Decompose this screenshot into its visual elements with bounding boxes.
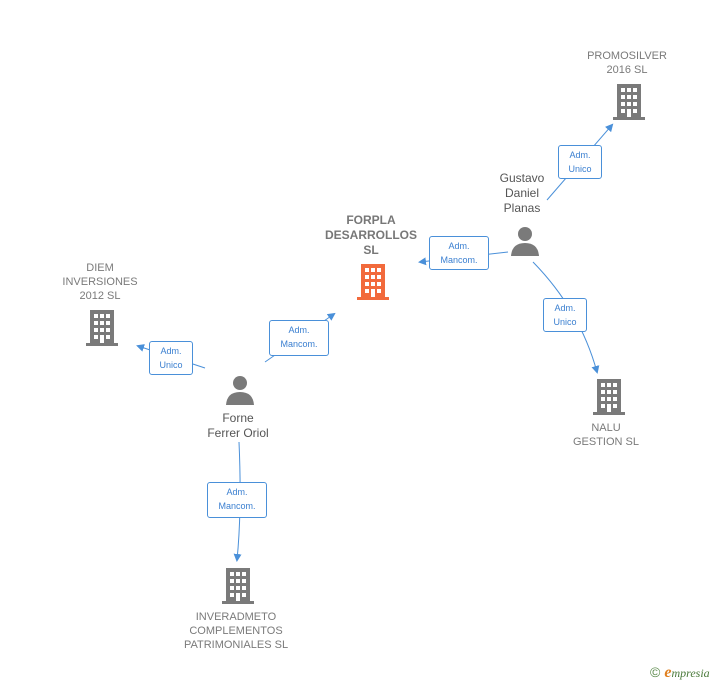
person-name-line: Planas	[503, 201, 541, 215]
company-name-line: PATRIMONIALES SL	[183, 639, 289, 651]
building-icon[interactable]	[593, 379, 625, 415]
role-line: Adm.	[226, 487, 248, 497]
person-icon[interactable]	[225, 375, 255, 405]
company-name-nalu[interactable]: NALU GESTION SL	[573, 421, 639, 449]
company-name-line: COMPLEMENTOS	[189, 625, 283, 637]
role-line: Adm.	[448, 241, 470, 251]
role-line: Mancom.	[440, 255, 478, 265]
company-name-line: INVERADMETO	[195, 611, 277, 623]
person-name-line: Forne	[222, 411, 254, 425]
person-name-line: Ferrer Oriol	[207, 426, 269, 440]
company-name-line: DIEM	[86, 262, 114, 274]
building-icon[interactable]	[222, 568, 254, 604]
company-name-promosilver[interactable]: PROMOSILVER 2016 SL	[587, 49, 667, 77]
copyright-icon: ©	[650, 664, 661, 680]
brand-initial: e	[664, 664, 672, 681]
company-name-forpla[interactable]: FORPLA DESARROLLOS SL	[325, 213, 417, 258]
company-name-line: NALU	[591, 422, 621, 434]
company-name-line: SL	[363, 243, 379, 257]
role-label-gustavo-nalu[interactable]: Adm. Unico	[543, 298, 587, 332]
role-line: Adm.	[160, 346, 182, 356]
person-name-line: Gustavo	[499, 171, 545, 185]
building-icon[interactable]	[86, 310, 118, 346]
role-line: Unico	[568, 164, 592, 174]
role-line: Unico	[159, 360, 183, 370]
role-label-gustavo-forpla[interactable]: Adm. Mancom.	[429, 236, 489, 270]
company-name-line: GESTION SL	[572, 436, 640, 448]
person-name-forne[interactable]: Forne Ferrer Oriol	[207, 411, 268, 441]
person-name-line: Daniel	[504, 186, 540, 200]
building-icon[interactable]	[357, 264, 389, 300]
role-line: Unico	[553, 317, 577, 327]
company-name-line: PROMOSILVER	[587, 50, 667, 62]
building-icon[interactable]	[613, 84, 645, 120]
company-name-diem[interactable]: DIEM INVERSIONES 2012 SL	[62, 261, 137, 303]
role-label-forne-diem[interactable]: Adm. Unico	[149, 341, 193, 375]
company-name-line: 2012 SL	[79, 290, 121, 302]
role-line: Adm.	[569, 150, 591, 160]
brand-text: mpresia	[671, 666, 710, 680]
role-line: Adm.	[288, 325, 310, 335]
role-label-forne-inveradmeto[interactable]: Adm. Mancom.	[207, 482, 267, 518]
company-name-line: 2016 SL	[606, 64, 648, 76]
company-name-line: DESARROLLOS	[324, 228, 418, 242]
role-line: Mancom.	[280, 339, 318, 349]
person-icon[interactable]	[510, 226, 540, 256]
role-label-gustavo-promosilver[interactable]: Adm. Unico	[558, 145, 602, 179]
role-line: Adm.	[554, 303, 576, 313]
person-name-gustavo[interactable]: Gustavo Daniel Planas	[500, 171, 545, 216]
company-name-line: FORPLA	[346, 213, 396, 227]
company-name-inveradmeto[interactable]: INVERADMETO COMPLEMENTOS PATRIMONIALES S…	[184, 610, 288, 652]
brand-logo: ©empresia	[650, 664, 710, 682]
company-name-line: INVERSIONES	[62, 276, 138, 288]
role-label-forne-forpla[interactable]: Adm. Mancom.	[269, 320, 329, 356]
role-line: Mancom.	[218, 501, 256, 511]
